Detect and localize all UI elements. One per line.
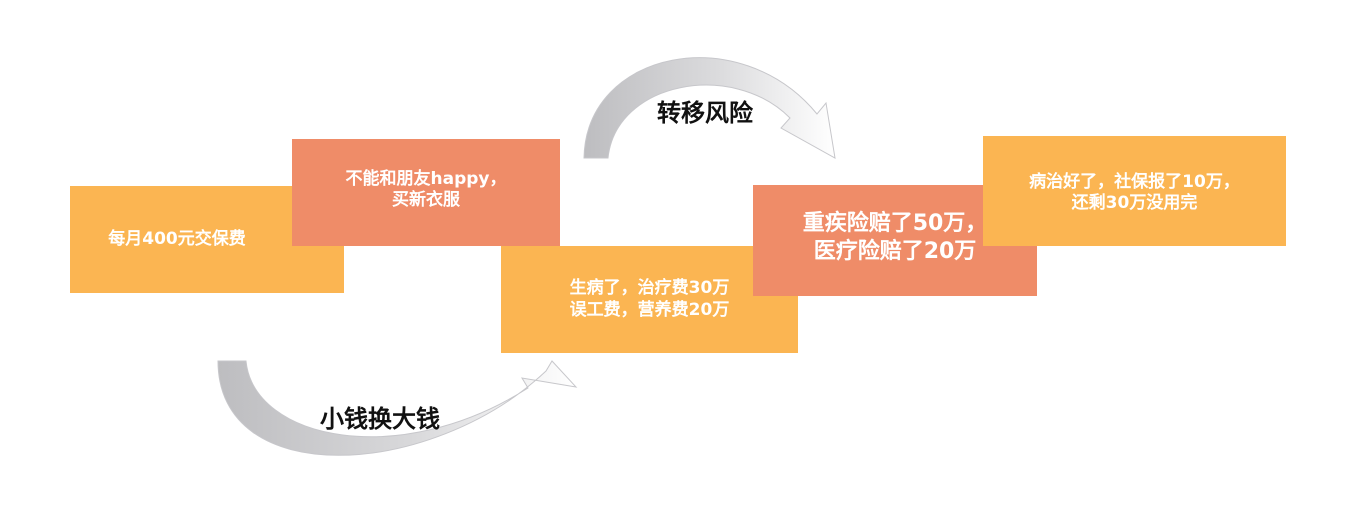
step-text-4: 重疾险赔了50万， 医疗险赔了20万 — [802, 211, 988, 264]
step-text-5: 病治好了，社保报了10万， 还剩30万没用完 — [1029, 172, 1240, 214]
upper-curved-arrow — [583, 57, 836, 159]
step-text-1: 每月400元交保费 — [108, 228, 246, 249]
step-box-2: 不能和朋友happy， 买新衣服 — [292, 139, 560, 246]
step-text-2: 不能和朋友happy， 买新衣服 — [345, 169, 507, 211]
upper-arrow-label: 转移风险 — [657, 99, 753, 127]
step-box-3: 生病了，治疗费30万 误工费，营养费20万 — [501, 246, 798, 353]
step-box-5: 病治好了，社保报了10万， 还剩30万没用完 — [983, 136, 1286, 246]
step-text-3: 生病了，治疗费30万 误工费，营养费20万 — [569, 278, 730, 320]
lower-arrow-label: 小钱换大钱 — [320, 405, 440, 433]
lower-curved-arrow — [217, 360, 578, 456]
